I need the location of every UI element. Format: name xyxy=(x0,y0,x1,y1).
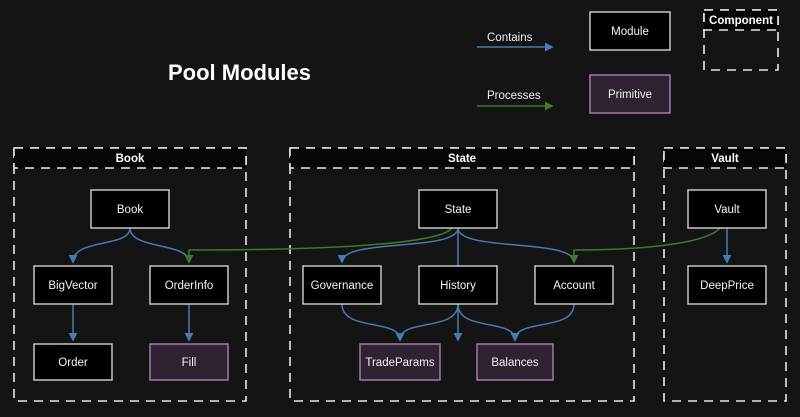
node-box xyxy=(359,343,441,381)
node-label: BigVector xyxy=(48,280,97,292)
group-label: State xyxy=(448,153,476,165)
node-box xyxy=(33,343,113,381)
edge-contains-history-to-tradeparams xyxy=(395,303,459,342)
node-box xyxy=(418,265,498,305)
node-label: DeepPrice xyxy=(700,280,754,292)
node-box xyxy=(534,265,614,305)
legend: Contains Processes Module Primitive Comp… xyxy=(477,9,779,114)
node-label: OrderInfo xyxy=(165,280,214,292)
group-border xyxy=(663,147,787,402)
node-box xyxy=(687,189,767,229)
edge-contains-state-to-account xyxy=(457,227,579,264)
node-label: Vault xyxy=(714,204,740,216)
node-box xyxy=(149,265,229,305)
legend-module-box xyxy=(589,11,671,51)
component-group-vault[interactable]: Vault xyxy=(663,147,787,402)
node-label: TradeParams xyxy=(365,357,434,369)
node-box xyxy=(418,189,498,229)
group-border xyxy=(289,147,635,402)
node-state[interactable]: State xyxy=(418,189,498,229)
node-label: Account xyxy=(553,280,595,292)
node-label: Fill xyxy=(182,357,197,369)
node-label: History xyxy=(440,280,476,292)
group-header xyxy=(289,147,635,169)
group-header xyxy=(663,147,787,169)
group-header xyxy=(13,147,247,169)
legend-primitive-label: Primitive xyxy=(608,89,652,101)
edge-processes-state-to-orderinfo xyxy=(184,227,453,264)
node-box xyxy=(33,265,113,305)
group-label: Vault xyxy=(711,153,739,165)
legend-module-label: Module xyxy=(611,26,649,38)
node-fill[interactable]: Fill xyxy=(149,343,229,381)
node-bigvector[interactable]: BigVector xyxy=(33,265,113,305)
node-balances[interactable]: Balances xyxy=(476,343,554,381)
node-governance[interactable]: Governance xyxy=(302,265,382,305)
node-order[interactable]: Order xyxy=(33,343,113,381)
node-box xyxy=(476,343,554,381)
component-group-book[interactable]: Book xyxy=(13,147,247,402)
legend-contains-label: Contains xyxy=(487,32,533,44)
edge-contains-account-to-balances xyxy=(510,303,575,342)
legend-component-label: Component xyxy=(709,15,773,27)
edge-contains-state-to-governance xyxy=(337,227,459,264)
node-orderinfo[interactable]: OrderInfo xyxy=(149,265,229,305)
node-label: State xyxy=(445,204,472,216)
node-label: Order xyxy=(58,357,88,369)
node-box xyxy=(687,265,767,305)
page-title: Pool Modules xyxy=(168,60,311,85)
node-deepprice[interactable]: DeepPrice xyxy=(687,265,767,305)
node-account[interactable]: Account xyxy=(534,265,614,305)
node-label: Governance xyxy=(311,280,374,292)
node-box xyxy=(90,189,170,229)
legend-component-header xyxy=(703,9,779,31)
node-tradeparams[interactable]: TradeParams xyxy=(359,343,441,381)
node-box xyxy=(149,343,229,381)
node-label: Balances xyxy=(491,357,539,369)
legend-processes-label: Processes xyxy=(487,90,541,102)
node-book[interactable]: Book xyxy=(90,189,170,229)
node-label: Book xyxy=(117,204,143,216)
legend-primitive-box xyxy=(589,74,671,114)
edge-contains-book-to-bigvector xyxy=(68,227,131,264)
component-group-state[interactable]: State xyxy=(289,147,635,402)
node-history[interactable]: History xyxy=(418,265,498,305)
group-label: Book xyxy=(116,153,145,165)
edge-processes-vault-to-account xyxy=(569,227,721,264)
node-box xyxy=(302,265,382,305)
node-vault[interactable]: Vault xyxy=(687,189,767,229)
